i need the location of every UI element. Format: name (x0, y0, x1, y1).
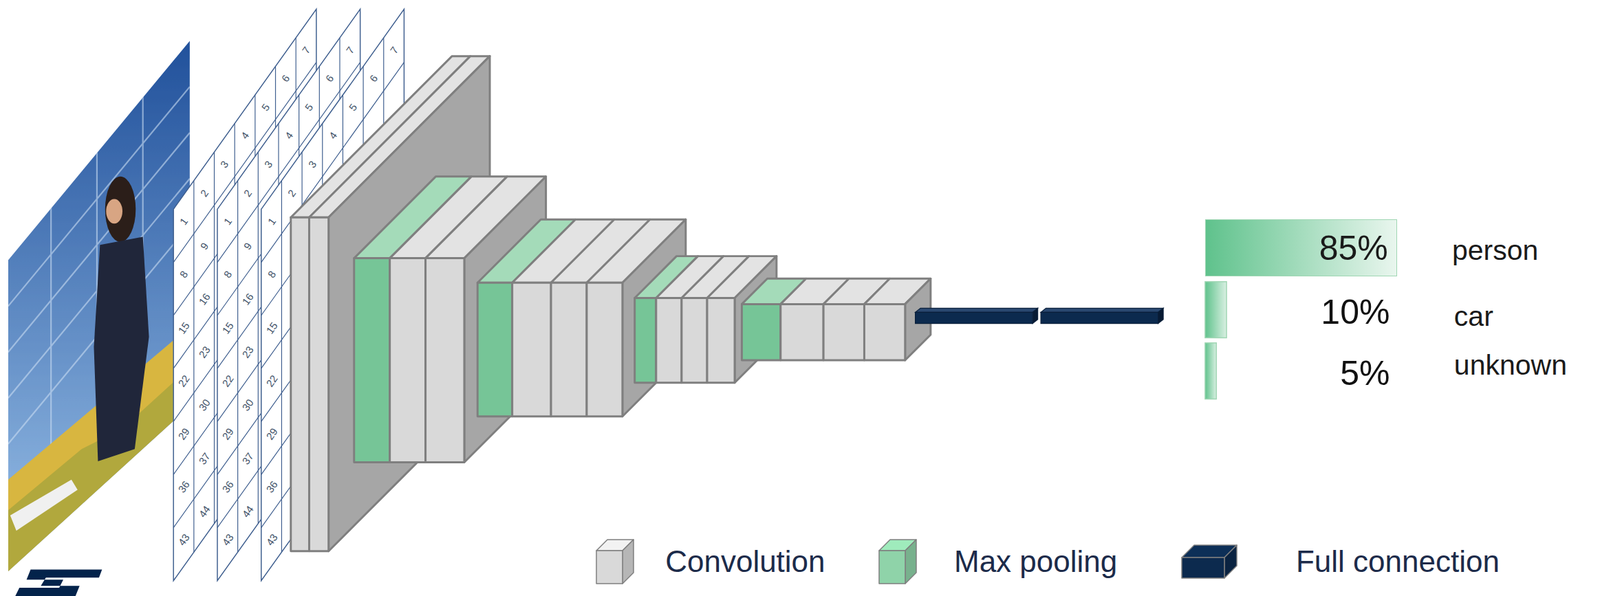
fc-bar-side (1032, 308, 1038, 324)
probability-bar (1205, 343, 1217, 400)
person-hair (105, 176, 137, 243)
pool-slab (354, 258, 391, 463)
conv-slab (681, 298, 708, 384)
pool-slab (634, 298, 657, 384)
swatch-side (622, 539, 634, 585)
company-logo (15, 569, 102, 596)
fc-bar-top (915, 308, 1039, 313)
legend-label: Max pooling (954, 546, 1118, 578)
conv-slab (863, 304, 905, 361)
person-body (93, 236, 149, 462)
conv-slab (512, 282, 551, 417)
photo-laptop (10, 480, 78, 532)
conv-slab (586, 282, 623, 417)
conv-slab (390, 258, 426, 463)
swatch-front (1181, 557, 1225, 579)
swatch-front (879, 550, 906, 585)
probability-value: 10% (1320, 295, 1390, 330)
fc-bar-side (1158, 308, 1164, 324)
probability-bar: 85% (1205, 219, 1398, 277)
class-name: unknown (1454, 351, 1567, 380)
swatch-front (596, 550, 623, 585)
pool-slab (741, 304, 781, 361)
legend-swatch (877, 538, 918, 586)
conv-slab (823, 304, 864, 361)
swatch-side (905, 539, 917, 585)
pool-slab (477, 282, 512, 417)
class-name: person (1452, 235, 1539, 265)
legend-swatch (1180, 544, 1239, 580)
legend-label: Convolution (665, 546, 825, 578)
block-side (622, 219, 686, 417)
legend-swatch (595, 538, 635, 586)
fc-bar-top (1040, 308, 1164, 313)
class-name: car (1454, 302, 1494, 331)
conv-slab (780, 304, 824, 361)
legend-label: Full connection (1295, 546, 1500, 578)
probability-value: 5% (1339, 356, 1390, 391)
conv-slab (425, 258, 465, 463)
swatch-side (1224, 545, 1237, 579)
conv-slab (550, 282, 587, 417)
conv-slab (290, 217, 310, 551)
person-face (105, 198, 123, 224)
fc-bar (915, 312, 1034, 324)
probability-bar (1205, 282, 1227, 339)
conv-slab (707, 298, 735, 384)
probability-value: 85% (1319, 231, 1389, 266)
fc-bar (1040, 312, 1159, 324)
conv-slab (308, 217, 329, 551)
conv-slab (656, 298, 682, 384)
